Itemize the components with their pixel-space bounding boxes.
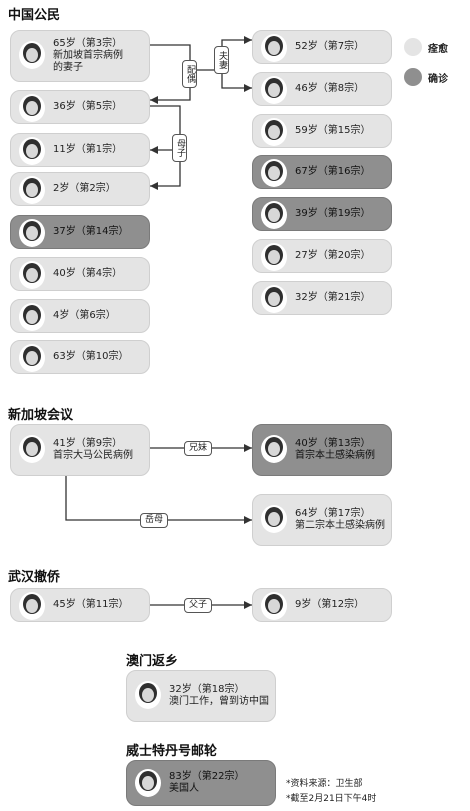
case-node-7: 52岁（第7宗）	[252, 30, 392, 64]
case-node-19: 39岁（第19宗）	[252, 197, 392, 231]
relation-label-father-son: 父子	[184, 598, 213, 613]
person-avatar-icon	[19, 219, 45, 247]
person-avatar-icon	[261, 505, 287, 533]
case-label: 41岁（第9宗）	[53, 438, 123, 449]
case-node-9: 41岁（第9宗） 首宗大马公民病例	[10, 424, 150, 476]
person-avatar-icon	[19, 435, 45, 463]
person-avatar-icon	[19, 261, 45, 289]
case-node-18: 32岁（第18宗） 澳门工作，曾到访中国	[126, 670, 276, 722]
case-node-1: 11岁（第1宗）	[10, 133, 150, 167]
case-node-15: 59岁（第15宗）	[252, 114, 392, 148]
relation-label-siblings: 兄妹	[184, 441, 213, 456]
case-label: 59岁（第15宗）	[295, 125, 371, 136]
person-avatar-icon	[19, 41, 45, 69]
person-avatar-icon	[19, 137, 45, 165]
relation-label-mother-in-law: 岳母	[140, 513, 169, 528]
person-avatar-icon	[135, 769, 161, 797]
relation-label-spouse: 配偶	[182, 60, 197, 88]
section-title-macau: 澳门返乡	[126, 654, 179, 669]
section-title-wuhan: 武汉撤侨	[8, 570, 61, 585]
case-label: 64岁（第17宗）	[295, 508, 371, 519]
case-node-3: 65岁（第3宗） 新加坡首宗病例 的妻子	[10, 30, 150, 82]
case-node-12: 9岁（第12宗）	[252, 588, 392, 622]
case-node-10: 63岁（第10宗）	[10, 340, 150, 374]
case-label: 52岁（第7宗）	[295, 41, 365, 52]
case-node-20: 27岁（第20宗）	[252, 239, 392, 273]
case-desc: 澳门工作，曾到访中国	[169, 696, 269, 707]
case-desc: 首宗大马公民病例	[53, 450, 133, 461]
case-node-16: 67岁（第16宗）	[252, 155, 392, 189]
relation-label-mother-son: 母子	[172, 134, 187, 162]
case-desc: 的妻子	[53, 62, 83, 73]
case-label: 37岁（第14宗）	[53, 226, 129, 237]
case-node-13: 40岁（第13宗） 首宗本土感染病例	[252, 424, 392, 476]
case-label: 32岁（第21宗）	[295, 292, 371, 303]
person-avatar-icon	[19, 94, 45, 122]
case-node-14: 37岁（第14宗）	[10, 215, 150, 249]
case-desc: 美国人	[169, 783, 199, 794]
footnote-source: *资料来源：卫生部	[286, 779, 363, 789]
section-title-singapore: 新加坡会议	[8, 408, 74, 423]
case-node-4: 40岁（第4宗）	[10, 257, 150, 291]
legend-recovered-swatch	[404, 38, 422, 56]
person-avatar-icon	[135, 681, 161, 709]
person-avatar-icon	[261, 285, 287, 313]
legend-confirmed-swatch	[404, 68, 422, 86]
case-label: 46岁（第8宗）	[295, 83, 365, 94]
case-label: 39岁（第19宗）	[295, 208, 371, 219]
case-node-21: 32岁（第21宗）	[252, 281, 392, 315]
case-label: 63岁（第10宗）	[53, 351, 129, 362]
legend-confirmed-label: 确诊	[428, 74, 448, 85]
relation-label-couple: 夫妻	[214, 46, 229, 74]
case-desc: 新加坡首宗病例	[53, 50, 123, 61]
case-node-17: 64岁（第17宗） 第二宗本土感染病例	[252, 494, 392, 546]
person-avatar-icon	[19, 592, 45, 620]
case-node-2: 2岁（第2宗）	[10, 172, 150, 206]
person-avatar-icon	[261, 76, 287, 104]
person-avatar-icon	[19, 303, 45, 331]
case-label: 45岁（第11宗）	[53, 599, 129, 610]
footnote-date: *截至2月21日下午4时	[286, 794, 377, 804]
case-label: 2岁（第2宗）	[53, 183, 116, 194]
case-label: 40岁（第13宗）	[295, 438, 371, 449]
person-avatar-icon	[261, 201, 287, 229]
case-label: 9岁（第12宗）	[295, 599, 365, 610]
case-node-6: 4岁（第6宗）	[10, 299, 150, 333]
section-title-citizens: 中国公民	[8, 8, 61, 23]
case-label: 83岁（第22宗）	[169, 771, 245, 782]
case-label: 36岁（第5宗）	[53, 101, 123, 112]
case-desc: 首宗本土感染病例	[295, 450, 375, 461]
case-node-22: 83岁（第22宗） 美国人	[126, 760, 276, 806]
case-label: 67岁（第16宗）	[295, 166, 371, 177]
legend-recovered-label: 痊愈	[428, 44, 448, 55]
person-avatar-icon	[261, 243, 287, 271]
case-label: 32岁（第18宗）	[169, 684, 245, 695]
case-label: 27岁（第20宗）	[295, 250, 371, 261]
person-avatar-icon	[19, 176, 45, 204]
person-avatar-icon	[261, 159, 287, 187]
section-title-ship: 威士特丹号邮轮	[126, 744, 218, 759]
person-avatar-icon	[261, 118, 287, 146]
case-label: 40岁（第4宗）	[53, 268, 123, 279]
person-avatar-icon	[261, 435, 287, 463]
case-node-8: 46岁（第8宗）	[252, 72, 392, 106]
case-node-11: 45岁（第11宗）	[10, 588, 150, 622]
case-label: 65岁（第3宗）	[53, 38, 123, 49]
case-label: 4岁（第6宗）	[53, 310, 116, 321]
case-desc: 第二宗本土感染病例	[295, 520, 385, 531]
person-avatar-icon	[19, 344, 45, 372]
person-avatar-icon	[261, 592, 287, 620]
person-avatar-icon	[261, 34, 287, 62]
case-label: 11岁（第1宗）	[53, 144, 123, 155]
case-node-5: 36岁（第5宗）	[10, 90, 150, 124]
